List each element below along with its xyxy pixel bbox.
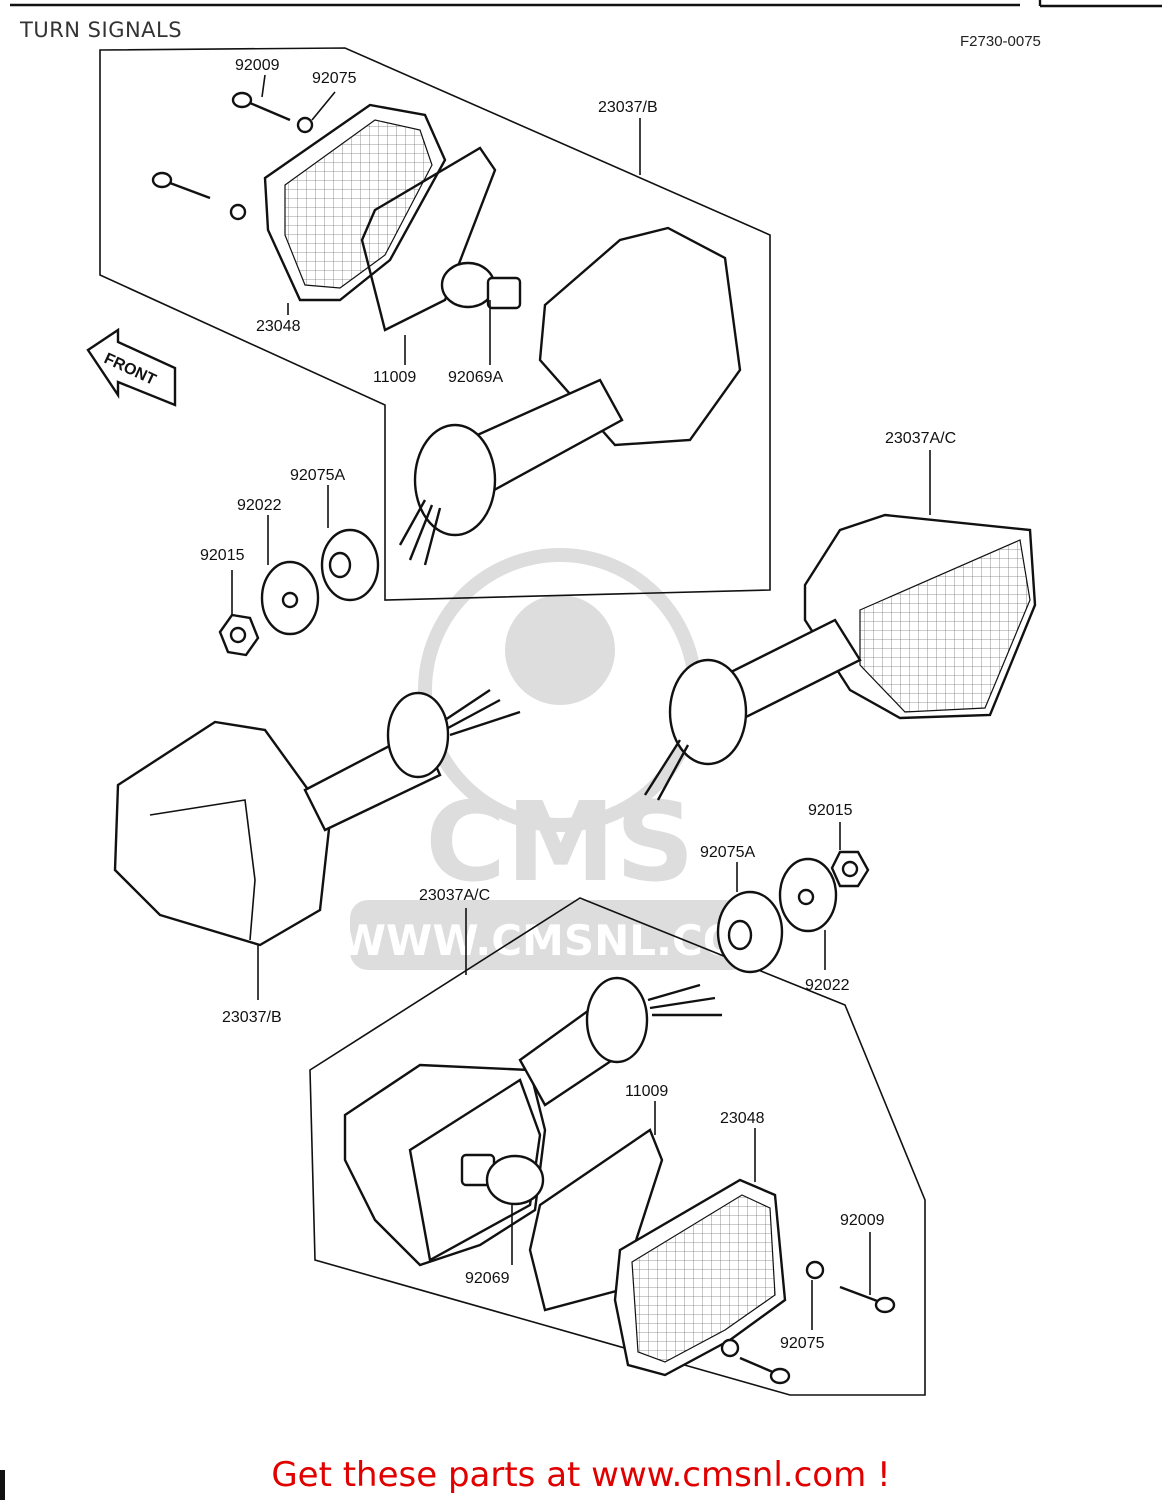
nut-92015: [218, 613, 260, 657]
grommet-92075A-lower: [716, 890, 784, 974]
lens-23048: [263, 103, 447, 302]
screw-92009-b: [151, 171, 211, 200]
front-direction-marker: FRONT: [86, 327, 177, 407]
label-23037A-C-right: 23037A/C: [885, 430, 956, 447]
label-11009-lower: 11009: [625, 1083, 668, 1100]
watermark-url: WWW.CMSNL.COM: [340, 916, 781, 965]
watermark-brand: CMS: [425, 778, 694, 906]
cms-watermark: CMS WWW.CMSNL.COM: [340, 548, 781, 970]
screw-92009-lower-a: [839, 1285, 896, 1314]
label-23037A-C-lower: 23037A/C: [419, 887, 490, 904]
label-92009-lower: 92009: [840, 1212, 885, 1229]
label-92015-upper: 92015: [200, 547, 245, 564]
label-23037-B-upper: 23037/B: [598, 99, 658, 116]
header-rule: [10, 0, 1162, 8]
label-23048-upper: 23048: [256, 318, 301, 335]
label-92022-lower: 92022: [805, 977, 850, 994]
washer-92075-lower-a: [805, 1260, 825, 1280]
plate-washer-92022: [260, 560, 320, 636]
upper-left-assembly: 92009 92075 23048 11009 92069A 23037/B 9…: [99, 47, 771, 657]
edge-mark: [0, 1470, 5, 1500]
label-92075A-upper: 92075A: [290, 467, 345, 484]
label-92022-upper: 92022: [237, 497, 282, 514]
diagram-code: F2730-0075: [960, 33, 1041, 50]
housing-23037A-C-lower: [343, 976, 722, 1267]
lower-assembly-outline: [309, 897, 926, 1396]
label-92015-lower: 92015: [808, 802, 853, 819]
washer-92075-a: [296, 116, 314, 134]
upper-assembly-outline: [99, 47, 771, 601]
page-title: TURN SIGNALS: [20, 18, 183, 42]
right-assembly: 23037A/C: [643, 430, 1037, 801]
washer-92075-b: [229, 203, 247, 221]
housing-23037A-C-right: [643, 513, 1037, 801]
lower-left-assembly: 23037/B: [113, 689, 521, 1026]
label-92009-upper: 92009: [235, 57, 280, 74]
cta-link[interactable]: Get these parts at www.cmsnl.com !: [271, 1455, 891, 1495]
housing-23037-B-lower: [113, 689, 521, 947]
screw-92009-a: [231, 91, 291, 122]
bulb-92069A: [440, 261, 522, 310]
label-92075A-lower: 92075A: [700, 844, 755, 861]
housing-23037-B: [398, 226, 742, 566]
label-92075-lower: 92075: [780, 1335, 825, 1352]
plate-washer-92022-lower: [778, 857, 838, 933]
label-92069A: 92069A: [448, 369, 503, 386]
label-23048-lower: 23048: [720, 1110, 765, 1127]
screw-92009-lower-b: [739, 1356, 791, 1385]
grommet-92075A: [320, 528, 380, 602]
lens-23048-lower: [613, 1178, 787, 1377]
label-23037-B-lower: 23037/B: [222, 1009, 282, 1026]
gasket-11009: [360, 146, 497, 332]
label-92069: 92069: [465, 1270, 510, 1287]
washer-92075-lower-b: [720, 1338, 740, 1358]
lower-right-assembly: 92015 92075A 92022 23037A/C 11009 23048 …: [309, 802, 926, 1396]
label-11009-upper: 11009: [373, 369, 416, 386]
nut-92015-lower: [830, 850, 870, 888]
bulb-92069: [460, 1153, 545, 1206]
label-92075-upper: 92075: [312, 70, 357, 87]
